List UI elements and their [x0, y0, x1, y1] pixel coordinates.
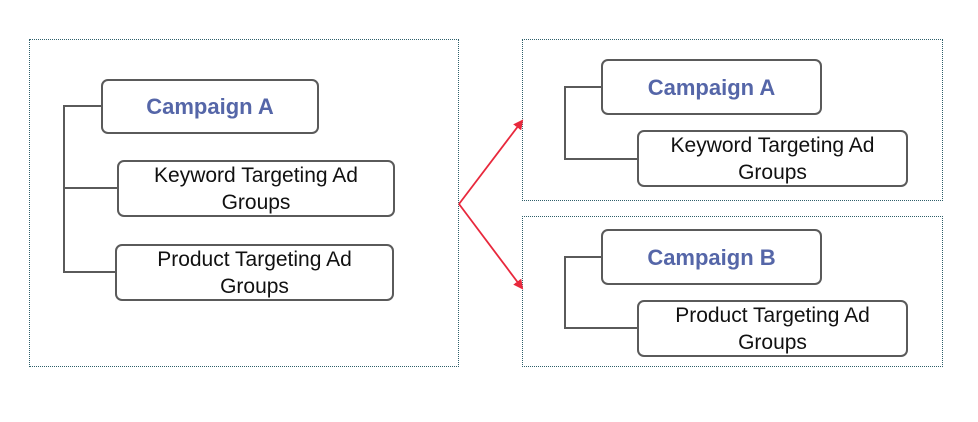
- left-campaign-a-label: Campaign A: [146, 94, 274, 119]
- left-campaign-a-box: Campaign A: [101, 79, 319, 134]
- left-product-ad-groups-label: Product Targeting Ad Groups: [157, 247, 352, 298]
- right-keyword-ad-groups-label: Keyword Targeting Ad Groups: [670, 133, 875, 184]
- right-campaign-a-box: Campaign A: [601, 59, 822, 115]
- left-keyword-ad-groups-label: Keyword Targeting Ad Groups: [154, 163, 358, 214]
- right-campaign-b-box: Campaign B: [601, 229, 822, 285]
- right-bottom-tree-line: [564, 256, 637, 329]
- left-product-ad-groups-box: Product Targeting Ad Groups: [115, 244, 394, 301]
- arrow-to-campaign-a: [458, 119, 524, 205]
- arrow-to-campaign-b: [458, 203, 524, 290]
- right-top-tree-line: [564, 86, 637, 160]
- left-keyword-ad-groups-box: Keyword Targeting Ad Groups: [117, 160, 395, 217]
- right-campaign-b-label: Campaign B: [647, 244, 776, 270]
- right-keyword-ad-groups-box: Keyword Targeting Ad Groups: [637, 130, 908, 187]
- right-product-ad-groups-box: Product Targeting Ad Groups: [637, 300, 908, 357]
- right-bottom-panel: [522, 216, 943, 367]
- right-campaign-a-label: Campaign A: [647, 74, 776, 100]
- left-panel: [29, 39, 459, 367]
- right-product-ad-groups-label: Product Targeting Ad Groups: [675, 303, 870, 354]
